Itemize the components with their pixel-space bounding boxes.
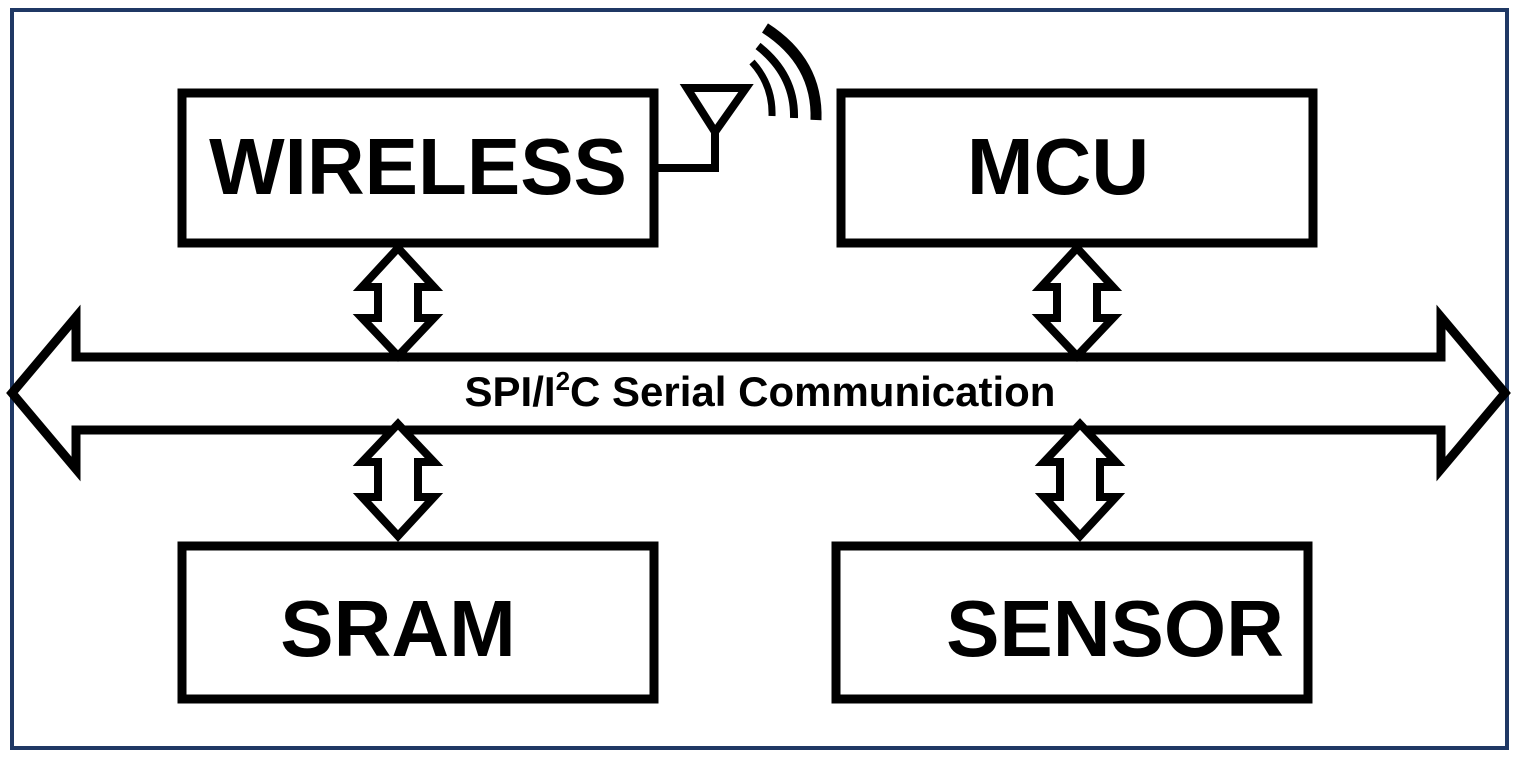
sensor-bus-arrow <box>1034 418 1126 542</box>
wireless-bus-arrow <box>352 242 444 362</box>
wireless-block: WIRELESS <box>177 88 659 248</box>
mcu-bus-arrow <box>1031 242 1123 362</box>
antenna-icon <box>654 84 754 172</box>
wireless-signal-icon <box>749 23 822 121</box>
bus-label: SPI/I2C Serial Communication <box>465 366 1056 415</box>
wireless-label: WIRELESS <box>209 122 627 211</box>
bus-arrow <box>6 304 1511 482</box>
sram-label: SRAM <box>280 584 516 673</box>
sram-bus-arrow <box>352 418 444 542</box>
mcu-label: MCU <box>967 122 1149 211</box>
mcu-block: MCU <box>836 88 1318 248</box>
sensor-block: SENSOR <box>831 541 1313 704</box>
sram-block: SRAM <box>177 541 659 704</box>
sensor-label: SENSOR <box>946 584 1284 673</box>
